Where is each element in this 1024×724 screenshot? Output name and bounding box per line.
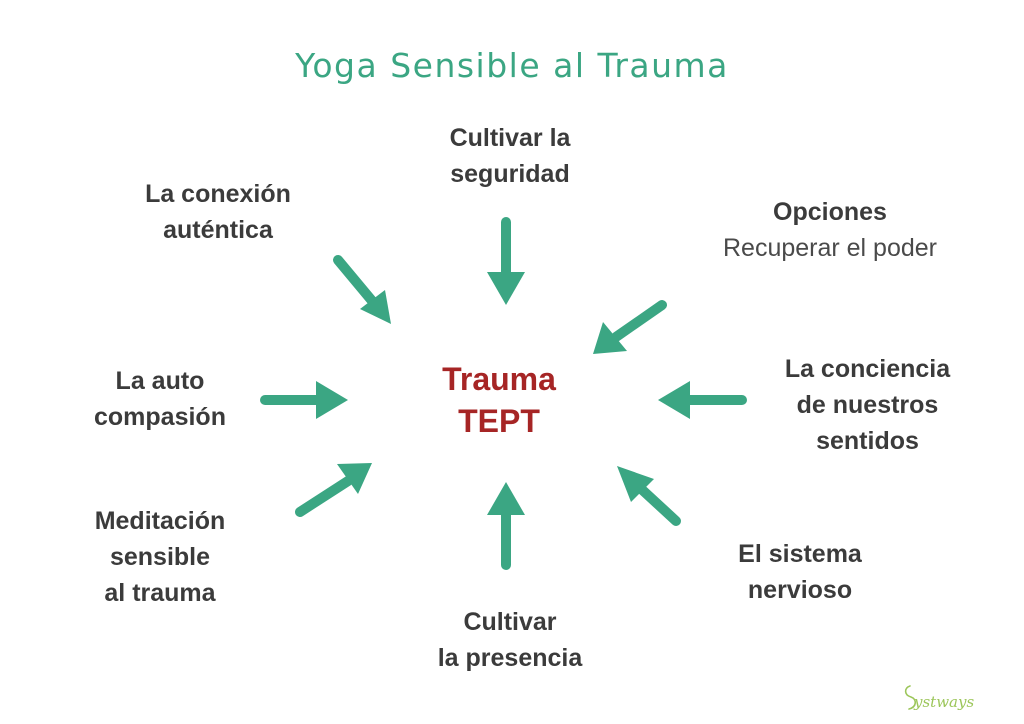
diagram-title: Yoga Sensible al Trauma	[295, 46, 729, 85]
node-line: nervioso	[747, 576, 853, 604]
node-line: Cultivar	[463, 608, 557, 636]
node-line: Cultivar la	[449, 124, 571, 152]
node-line: La auto	[115, 367, 205, 395]
arrow-heads	[316, 272, 690, 515]
center-label-line-1: Trauma	[442, 361, 556, 397]
node-subtitle: Recuperar el poder	[722, 234, 937, 262]
node-line: seguridad	[450, 160, 570, 188]
node-conciencia-sentidos: La conciencia de nuestros sentidos	[750, 351, 985, 459]
node-line: La conexión	[145, 180, 291, 208]
node-line: compasión	[94, 403, 226, 431]
systways-logo: ystways	[904, 685, 974, 711]
arrow-shafts	[260, 217, 747, 570]
arrow-right-head	[658, 381, 690, 419]
node-opciones: Opciones Recuperar el poder	[670, 194, 990, 266]
logo-swash	[904, 685, 917, 710]
node-line: sentidos	[816, 427, 919, 455]
node-autocompasion: La auto compasión	[60, 363, 260, 435]
arrow-top-head	[487, 272, 525, 305]
arrow-bottom-right-head	[617, 466, 654, 502]
node-line: Meditación	[94, 507, 226, 535]
node-line: El sistema	[738, 540, 862, 568]
node-cultivar-presencia: Cultivar la presencia	[400, 604, 620, 676]
logo-wordmark: ystways	[913, 693, 974, 711]
arrow-top-right-shaft	[611, 300, 667, 342]
node-line: Opciones	[773, 198, 887, 226]
node-line: de nuestros	[796, 391, 939, 419]
node-line: la presencia	[437, 644, 583, 672]
arrow-top-left-shaft	[333, 255, 378, 307]
arrow-bottom-head	[487, 482, 525, 515]
node-cultivar-seguridad: Cultivar la seguridad	[400, 120, 620, 192]
arrow-top-left-head	[360, 290, 391, 324]
arrow-bottom-right-shaft	[632, 480, 681, 526]
center-node: Trauma TEPT	[399, 358, 599, 442]
arrow-bottom-left-head	[337, 463, 372, 494]
center-label-line-2: TEPT	[458, 403, 540, 439]
arrow-bottom-left-shaft	[295, 476, 353, 517]
arrow-left-head	[316, 381, 348, 419]
node-line: La conciencia	[784, 355, 951, 383]
node-sistema-nervioso: El sistema nervioso	[710, 536, 890, 608]
node-line: sensible	[109, 543, 211, 571]
arrow-top-right-head	[593, 322, 627, 354]
node-line: auténtica	[163, 216, 273, 244]
node-meditacion: Meditación sensible al trauma	[55, 503, 265, 611]
node-line: al trauma	[104, 579, 216, 607]
node-conexion-autentica: La conexión auténtica	[108, 176, 328, 248]
